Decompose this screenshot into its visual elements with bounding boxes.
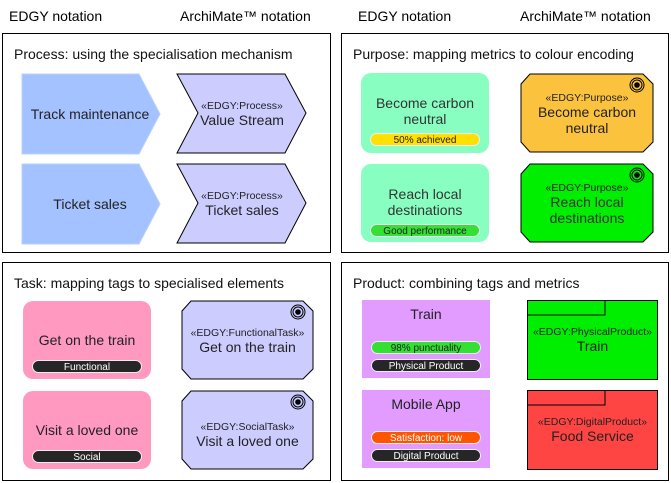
octagon-shape xyxy=(181,390,314,470)
octagon-shape xyxy=(181,300,314,380)
edgy-process-shape[interactable]: Ticket sales xyxy=(21,163,162,245)
edgy-purpose-shape[interactable]: Reach local destinations Good performanc… xyxy=(361,164,489,242)
octagon-shape xyxy=(520,163,654,243)
metric-pill: 50% achieved xyxy=(370,133,480,146)
archimate-value-stream-shape[interactable]: «EDGY:Process» Value Stream xyxy=(176,73,307,154)
panel-process: Process: using the specialisation mechan… xyxy=(2,33,331,253)
edgy-process-shape[interactable]: Track maintenance xyxy=(21,73,162,155)
edgy-task-shape[interactable]: Visit a loved one Social xyxy=(23,391,151,469)
goal-icon xyxy=(629,167,645,183)
edgy-purpose-label: Become carbon neutral xyxy=(375,95,475,127)
product-shape xyxy=(527,390,658,470)
header-archimate-notation-left: ArchiMate™ notation xyxy=(180,8,311,24)
archimate-task-shape[interactable]: «EDGY:SocialTask» Visit a loved one xyxy=(181,390,314,470)
archimate-goal-shape[interactable]: «EDGY:Purpose» Reach local destinations xyxy=(520,163,654,243)
archimate-label: Train xyxy=(576,338,609,354)
stereotype-label: «EDGY:SocialTask» xyxy=(200,421,295,433)
archimate-product-shape[interactable]: «EDGY:DigitalProduct» Food Service xyxy=(527,390,658,470)
archimate-goal-shape[interactable]: «EDGY:Purpose» Become carbon neutral xyxy=(520,73,654,153)
edgy-task-shape[interactable]: Get on the train Functional xyxy=(23,301,151,379)
edgy-product-label: Mobile App xyxy=(391,396,461,412)
edgy-product-label: Train xyxy=(410,306,442,322)
edgy-purpose-label: Reach local destinations xyxy=(387,186,463,218)
stereotype-label: «EDGY:Process» xyxy=(201,99,283,112)
edgy-task-label: Get on the train xyxy=(38,332,136,348)
stereotype-label: «EDGY:Purpose» xyxy=(545,182,629,194)
archimate-label: Get on the train xyxy=(199,339,296,355)
archimate-label: Food Service xyxy=(551,428,634,444)
value-stream-chevron-shape xyxy=(176,163,307,244)
archimate-label: Become carbon neutral xyxy=(537,104,637,136)
edgy-purpose-shape[interactable]: Become carbon neutral 50% achieved xyxy=(361,73,489,153)
stereotype-label: «EDGY:DigitalProduct» xyxy=(537,416,648,428)
archimate-task-shape[interactable]: «EDGY:FunctionalTask» Get on the train xyxy=(181,300,314,380)
stereotype-label: «EDGY:Purpose» xyxy=(545,92,629,104)
tag-pill: Physical Product xyxy=(371,359,481,372)
tag-pill: Social xyxy=(32,450,142,463)
goal-icon xyxy=(290,394,306,410)
archimate-label: Reach local destinations xyxy=(549,194,625,226)
goal-icon xyxy=(290,304,306,320)
header-edgy-notation-right: EDGY notation xyxy=(358,8,452,24)
edgy-task-label: Visit a loved one xyxy=(35,422,139,438)
header-archimate-notation-right: ArchiMate™ notation xyxy=(520,8,651,24)
edgy-process-label: Track maintenance xyxy=(30,106,150,122)
archimate-label: Visit a loved one xyxy=(196,433,299,449)
metric-pill: 98% punctuality xyxy=(371,341,481,354)
value-stream-chevron-shape xyxy=(176,73,307,154)
panel-title: Purpose: mapping metrics to colour encod… xyxy=(353,46,634,62)
product-shape xyxy=(527,300,658,380)
panel-title: Process: using the specialisation mechan… xyxy=(14,46,293,62)
process-arrow-shape xyxy=(21,73,161,155)
metric-pill: Satisfaction: low xyxy=(371,431,481,444)
goal-icon xyxy=(629,77,645,93)
process-arrow-shape xyxy=(21,163,161,245)
panel-product: Product: combining tags and metrics Trai… xyxy=(341,262,669,481)
stereotype-label: «EDGY:FunctionalTask» xyxy=(190,327,305,339)
panel-title: Task: mapping tags to specialised elemen… xyxy=(14,275,285,291)
panel-title: Product: combining tags and metrics xyxy=(353,275,580,291)
archimate-label: Ticket sales xyxy=(205,201,279,218)
archimate-value-stream-shape[interactable]: «EDGY:Process» Ticket sales xyxy=(176,163,307,244)
archimate-label: Value Stream xyxy=(200,111,284,128)
tag-pill: Digital Product xyxy=(371,449,481,462)
edgy-product-shape[interactable]: Train 98% punctuality Physical Product xyxy=(362,300,490,378)
stereotype-label: «EDGY:Process» xyxy=(201,189,283,202)
panel-task: Task: mapping tags to specialised elemen… xyxy=(2,262,331,481)
octagon-shape xyxy=(520,73,654,153)
metric-pill: Good performance xyxy=(370,224,480,237)
header-edgy-notation-left: EDGY notation xyxy=(9,8,103,24)
stereotype-label: «EDGY:PhysicalProduct» xyxy=(532,326,653,338)
tag-pill: Functional xyxy=(32,360,142,373)
archimate-product-shape[interactable]: «EDGY:PhysicalProduct» Train xyxy=(527,300,658,380)
edgy-product-shape[interactable]: Mobile App Satisfaction: low Digital Pro… xyxy=(362,390,490,468)
edgy-process-label: Ticket sales xyxy=(53,196,127,212)
panel-purpose: Purpose: mapping metrics to colour encod… xyxy=(341,33,669,253)
